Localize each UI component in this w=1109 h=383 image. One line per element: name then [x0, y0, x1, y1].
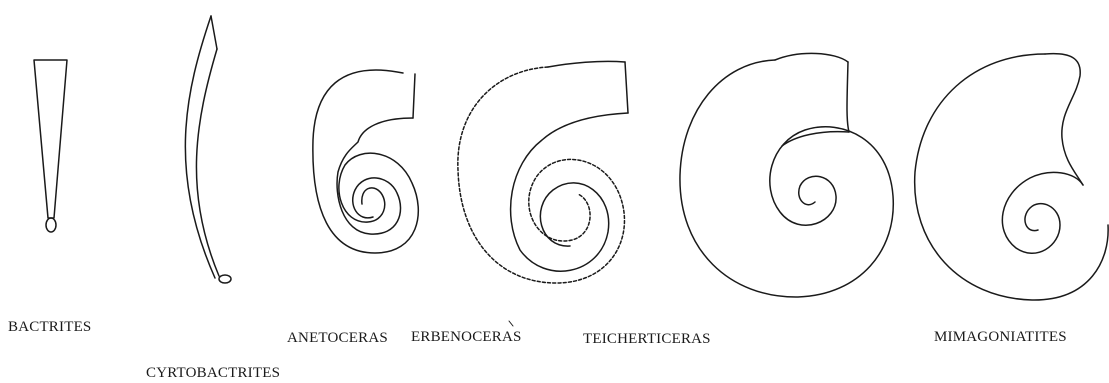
label-cyrtobactrites: CYRTOBACTRITES: [146, 365, 281, 381]
teicherticeras-shell-drawing: [679, 52, 894, 298]
label-erbenoceras: ERBENOCERAS: [411, 329, 522, 345]
erbenoceras-shell-drawing: [457, 60, 629, 284]
cyrtobactrites-shell-drawing: [184, 15, 232, 284]
label-mimagoniatites: MIMAGONIATITES: [934, 329, 1067, 345]
bactrites-shell-drawing: [33, 59, 68, 233]
label-teicherticeras: TEICHERTICERAS: [583, 331, 711, 347]
stray-mark: [508, 320, 514, 327]
mimagoniatites-shell-drawing: [913, 52, 1109, 301]
label-anetoceras: ANETOCERAS: [287, 330, 388, 346]
anetoceras-shell-drawing: [312, 69, 420, 254]
label-bactrites: BACTRITES: [8, 319, 92, 335]
